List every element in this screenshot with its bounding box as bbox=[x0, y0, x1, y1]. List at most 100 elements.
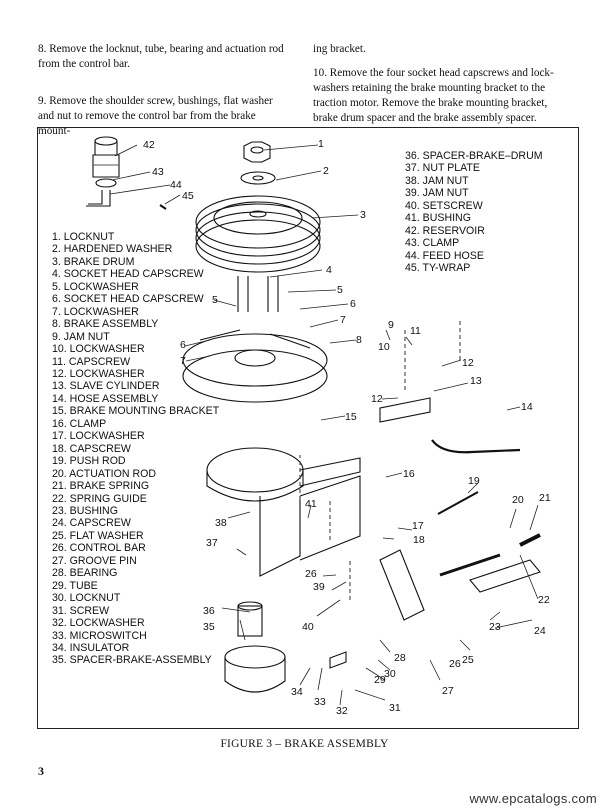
part-list-item: 25. FLAT WASHER bbox=[52, 529, 144, 542]
part-list-item: 28. BEARING bbox=[52, 567, 118, 580]
part-list-item: 23. BUSHING bbox=[52, 504, 118, 517]
callout-label: 35 bbox=[203, 621, 215, 633]
callout-label: 12 bbox=[371, 393, 383, 405]
part-list-item: 4. SOCKET HEAD CAPSCREW bbox=[52, 268, 204, 281]
watermark: www.epcatalogs.com bbox=[469, 791, 597, 806]
callout-label: 31 bbox=[389, 702, 401, 714]
callout-label: 5 bbox=[337, 284, 343, 296]
part-list-item: 41. BUSHING bbox=[405, 212, 471, 225]
locknut-drawing bbox=[240, 141, 276, 185]
callout-label: 38 bbox=[215, 517, 227, 529]
part-list-item: 40. SETSCREW bbox=[405, 199, 483, 212]
callout-label: 6 bbox=[180, 339, 186, 351]
part-list-item: 38. JAM NUT bbox=[405, 174, 469, 187]
brake-drum-drawing bbox=[195, 195, 321, 273]
part-list-item: 44. FEED HOSE bbox=[405, 249, 484, 262]
callout-label: 14 bbox=[521, 401, 533, 413]
part-list-item: 32. LOCKWASHER bbox=[52, 617, 145, 630]
part-list-item: 6. SOCKET HEAD CAPSCREW bbox=[52, 293, 204, 306]
part-list-item: 10. LOCKWASHER bbox=[52, 343, 145, 356]
callout-label: 3 bbox=[360, 209, 366, 221]
callout-label: 17 bbox=[412, 520, 424, 532]
instruction-step-8: 8. Remove the locknut, tube, bearing and… bbox=[38, 43, 284, 70]
part-list-item: 3. BRAKE DRUM bbox=[52, 255, 135, 268]
callout-label: 12 bbox=[462, 357, 474, 369]
part-list-item: 12. LOCKWASHER bbox=[52, 367, 145, 380]
callout-label: 23 bbox=[489, 621, 501, 633]
part-list-item: 16. CLAMP bbox=[52, 417, 107, 430]
callout-label: 27 bbox=[442, 685, 454, 697]
reservoir-drawing bbox=[86, 136, 167, 210]
callout-label: 13 bbox=[470, 375, 482, 387]
callout-labels: 1 2 3 4 5 5 6 6 7 7 8 9 10 11 12 12 13 1… bbox=[143, 138, 551, 717]
callout-label: 9 bbox=[388, 319, 394, 331]
callout-label: 4 bbox=[326, 264, 332, 276]
part-list-item: 2. HARDENED WASHER bbox=[52, 243, 173, 256]
part-list-item: 27. GROOVE PIN bbox=[52, 554, 137, 567]
part-list-item: 13. SLAVE CYLINDER bbox=[52, 380, 160, 393]
callout-label: 6 bbox=[350, 298, 356, 310]
callout-label: 21 bbox=[539, 492, 551, 504]
figure-caption: FIGURE 3 – BRAKE ASSEMBLY bbox=[220, 738, 389, 750]
callout-label: 32 bbox=[336, 705, 348, 717]
callout-label: 37 bbox=[206, 537, 218, 549]
callout-label: 26 bbox=[305, 568, 317, 580]
callout-label: 39 bbox=[313, 581, 325, 593]
callout-label: 7 bbox=[340, 314, 346, 326]
part-list-item: 18. CAPSCREW bbox=[52, 442, 131, 455]
part-list-item: 14. HOSE ASSEMBLY bbox=[52, 392, 159, 405]
part-list-item: 26. CONTROL BAR bbox=[52, 542, 146, 555]
callout-label: 1 bbox=[318, 138, 324, 150]
part-list-item: 43. CLAMP bbox=[405, 237, 460, 250]
callout-label: 30 bbox=[384, 668, 396, 680]
callout-label: 43 bbox=[152, 166, 164, 178]
callout-label: 15 bbox=[345, 411, 357, 423]
callout-label: 18 bbox=[413, 534, 425, 546]
callout-label: 26 bbox=[449, 658, 461, 670]
part-list-item: 42. RESERVOIR bbox=[405, 224, 485, 237]
part-list-item: 36. SPACER-BRAKE–DRUM bbox=[405, 150, 543, 162]
callout-label: 8 bbox=[356, 334, 362, 346]
part-list-item: 30. LOCKNUT bbox=[52, 592, 121, 605]
figure-frame bbox=[37, 127, 579, 729]
callout-label: 2 bbox=[323, 165, 329, 177]
bracket-drawing bbox=[206, 447, 361, 577]
part-list-item: 37. NUT PLATE bbox=[405, 162, 480, 175]
part-list-item: 24. CAPSCREW bbox=[52, 517, 131, 530]
part-list-item: 35. SPACER-BRAKE-ASSEMBLY bbox=[52, 654, 212, 667]
part-list-item: 11. CAPSCREW bbox=[52, 355, 131, 368]
part-list-item: 19. PUSH ROD bbox=[52, 455, 126, 468]
callout-label: 11 bbox=[410, 325, 421, 337]
callout-label: 22 bbox=[538, 594, 550, 606]
callout-label: 36 bbox=[203, 605, 215, 617]
callout-label: 10 bbox=[378, 341, 390, 353]
callout-label: 5 bbox=[212, 294, 218, 306]
part-list-item: 45. TY-WRAP bbox=[405, 262, 471, 275]
instruction-step-10: 10. Remove the four socket head capscrew… bbox=[313, 67, 554, 124]
callout-label: 25 bbox=[462, 654, 474, 666]
part-list-item: 21. BRAKE SPRING bbox=[52, 480, 150, 493]
callout-label: 7 bbox=[180, 355, 186, 367]
callout-label: 44 bbox=[170, 179, 182, 191]
callout-label: 40 bbox=[302, 621, 314, 633]
part-list-item: 9. JAM NUT bbox=[52, 330, 110, 343]
part-list-item: 1. LOCKNUT bbox=[52, 231, 115, 243]
callout-label: 34 bbox=[291, 686, 303, 698]
part-list-item: 33. MICROSWITCH bbox=[52, 629, 147, 642]
instruction-step-9: 9. Remove the shoulder screw, bushings, … bbox=[38, 95, 273, 137]
brake-assembly-drawing bbox=[182, 329, 328, 403]
callout-label: 20 bbox=[512, 494, 524, 506]
callout-label: 41 bbox=[305, 498, 317, 510]
page-number: 3 bbox=[38, 764, 44, 778]
part-list-item: 8. BRAKE ASSEMBLY bbox=[52, 318, 159, 331]
callout-label: 45 bbox=[182, 190, 194, 202]
part-list-item: 31. SCREW bbox=[52, 604, 110, 617]
callout-label: 29 bbox=[374, 674, 386, 686]
part-list-item: 5. LOCKWASHER bbox=[52, 280, 139, 293]
part-list-item: 29. TUBE bbox=[52, 579, 98, 592]
instruction-step-9-continued: ing bracket. bbox=[313, 43, 366, 55]
callout-label: 24 bbox=[534, 625, 546, 637]
